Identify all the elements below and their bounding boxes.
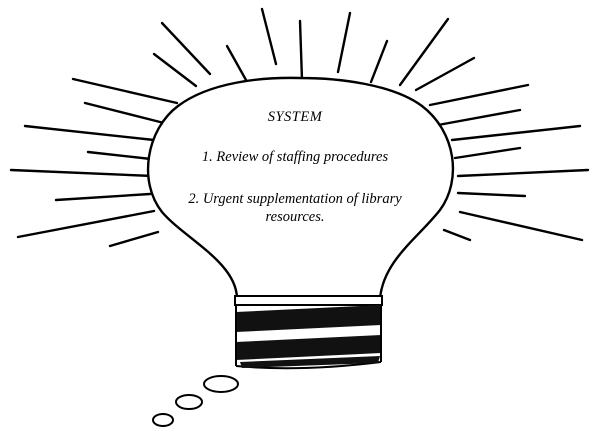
ray bbox=[338, 13, 350, 72]
ray bbox=[25, 126, 154, 140]
ray bbox=[56, 194, 150, 200]
ray bbox=[458, 170, 588, 176]
thought-bubble bbox=[204, 376, 238, 392]
thought-bubble bbox=[153, 414, 173, 426]
ray bbox=[154, 54, 196, 86]
ray bbox=[416, 58, 474, 90]
thought-bubbles bbox=[153, 376, 238, 426]
ray bbox=[430, 85, 528, 105]
ray bbox=[88, 152, 151, 159]
ray bbox=[460, 212, 582, 240]
ray bbox=[18, 211, 154, 237]
bulb-item-library-resources: 2. Urgent supplementation of library res… bbox=[165, 190, 425, 226]
ray bbox=[371, 41, 387, 82]
bulb-title: SYSTEM bbox=[165, 108, 425, 126]
ray bbox=[262, 9, 276, 64]
bulb-item-review-staffing: 1. Review of staffing procedures bbox=[165, 148, 425, 166]
ray bbox=[85, 103, 164, 123]
ray bbox=[227, 46, 246, 80]
base-stripe bbox=[236, 335, 381, 360]
ray bbox=[458, 193, 525, 196]
bulb-base bbox=[235, 296, 382, 368]
thought-bubble bbox=[176, 395, 202, 409]
base-stripe bbox=[236, 305, 381, 332]
ray bbox=[438, 110, 520, 125]
ray bbox=[73, 79, 177, 103]
ray bbox=[11, 170, 153, 176]
ray bbox=[110, 232, 158, 246]
ray bbox=[444, 230, 470, 240]
ray bbox=[455, 148, 520, 158]
ray bbox=[452, 126, 580, 140]
ray bbox=[300, 21, 302, 80]
base-collar bbox=[235, 296, 382, 305]
